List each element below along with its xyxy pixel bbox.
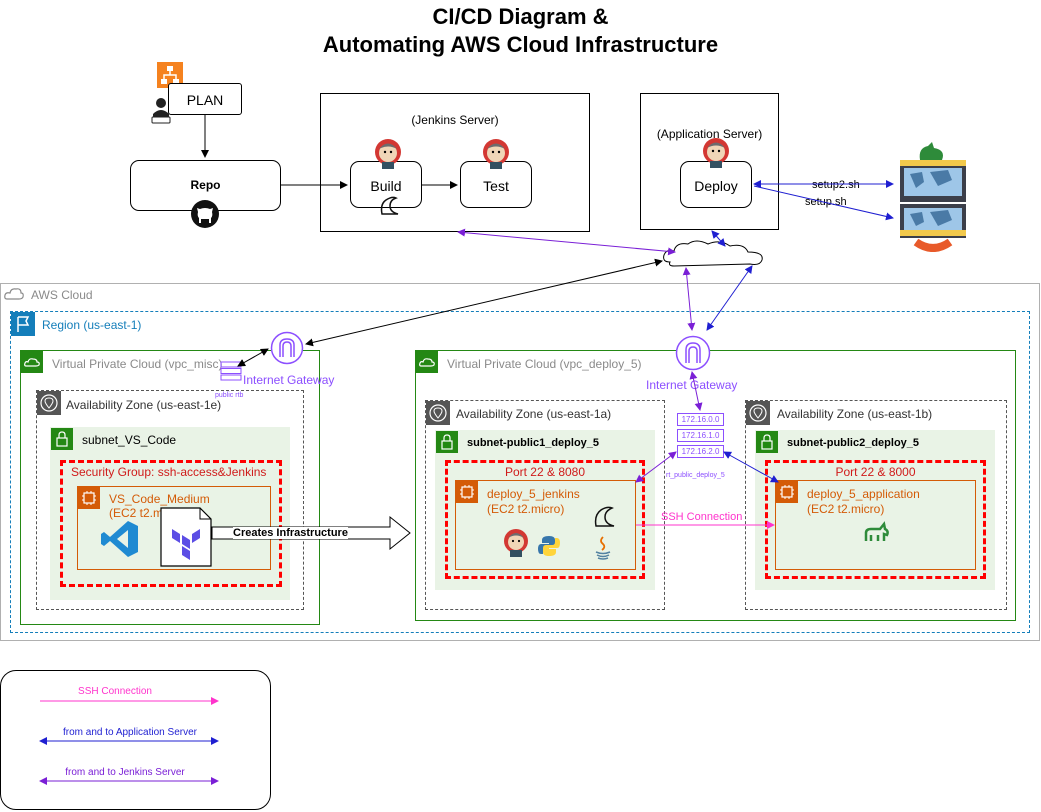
vpc-icon — [21, 351, 43, 373]
aws-cloud-label: AWS Cloud — [31, 288, 93, 302]
plan-box[interactable]: PLAN — [168, 83, 242, 115]
deploy-box[interactable]: Deploy — [680, 161, 752, 208]
region-flag-icon — [11, 312, 35, 336]
az-misc-label: Availability Zone (us-east-1e) — [66, 398, 222, 412]
subnet-public1 — [435, 430, 655, 590]
route-entry: 172.16.2.0 — [677, 445, 724, 458]
sg-misc-label: Security Group: ssh-access&Jenkins — [71, 465, 267, 479]
subnet-public2-label: subnet-public2_deploy_5 — [787, 437, 920, 449]
gunicorn-icon — [862, 521, 890, 543]
cloud-to-igw-misc-arrow — [305, 258, 663, 347]
lock-icon — [51, 428, 73, 450]
az-1b-group — [745, 400, 1007, 610]
lock-icon — [756, 431, 778, 453]
vpc-deploy-group — [415, 350, 1016, 621]
plan-label: PLAN — [186, 92, 224, 108]
vpc-icon — [416, 351, 438, 373]
igw-misc-label: Internet Gateway — [243, 373, 335, 387]
lock-icon — [436, 431, 458, 453]
jenkins-icon — [482, 138, 510, 170]
github-icon — [190, 199, 220, 229]
ssh-connection-label: SSH Connection — [661, 511, 743, 523]
deploy-label: Deploy — [694, 178, 738, 194]
ec2-jenkins-type: (EC2 t2.micro) — [487, 502, 565, 516]
location-pin-icon — [37, 391, 61, 415]
legend — [0, 670, 271, 810]
ec2-icon — [456, 481, 478, 503]
az-1a-label: Availability Zone (us-east-1a) — [456, 407, 612, 421]
jenkins-icon — [374, 138, 402, 170]
developer-icon — [150, 96, 172, 124]
monitor-icon — [898, 200, 968, 252]
ec2-application-name: deploy_5_application — [807, 487, 920, 501]
igw-to-routes-arrow — [689, 371, 703, 411]
ec2-icon — [78, 487, 100, 509]
rtb-deploy-label: rt_public_deploy_5 — [666, 472, 725, 479]
test-label: Test — [483, 178, 509, 194]
terraform-icon — [160, 507, 212, 567]
rtb-misc-label: public rtb — [215, 392, 244, 399]
title-line-2: Automating AWS Cloud Infrastructure — [322, 32, 719, 57]
security-group-jenkins — [445, 460, 645, 579]
legend-label-ssh: SSH Connection — [78, 686, 152, 697]
internet-gateway-icon — [675, 335, 711, 371]
flask-icon — [592, 504, 616, 528]
location-pin-icon — [426, 401, 450, 425]
java-icon — [592, 535, 614, 561]
route-entry: 172.16.1.0 — [677, 429, 724, 442]
subnet-public2 — [755, 430, 995, 590]
vpc-misc-group — [20, 350, 320, 625]
security-group-application — [765, 460, 986, 579]
location-pin-icon — [746, 401, 770, 425]
sg-application-label: Port 22 & 8000 — [835, 465, 916, 479]
security-group-misc — [60, 460, 282, 587]
appserver-to-cloud-arrow — [711, 230, 726, 247]
az-1b-label: Availability Zone (us-east-1b) — [777, 407, 933, 421]
cloud-to-igw-deploy-arrow — [682, 267, 696, 331]
cloud-icon — [3, 285, 25, 303]
creates-infra-label-overlay: Creates Infrastructure — [233, 527, 348, 539]
internet-gateway-icon — [270, 331, 304, 365]
legend-label-jenkins: from and to Jenkins Server — [65, 767, 185, 778]
jenkins-to-cloud-arrow — [457, 228, 676, 256]
routes-to-application-arrow — [723, 451, 779, 483]
routes-to-jenkins-arrow — [635, 451, 677, 483]
subnet-public1-label: subnet-public1_deploy_5 — [467, 437, 600, 449]
jenkins-server-label: (Jenkins Server) — [411, 113, 499, 127]
cloud-to-igw-deploy-blue-arrow — [706, 265, 753, 331]
jenkins-icon — [702, 137, 730, 169]
repo-label: Repo — [190, 178, 221, 192]
ec2-vs-code-name: VS_Code_Medium — [109, 492, 210, 506]
sg-jenkins-label: Port 22 & 8080 — [504, 465, 586, 479]
jenkins-icon — [503, 528, 529, 558]
flask-icon — [378, 194, 400, 216]
route-entry: 172.16.0.0 — [677, 413, 724, 426]
legend-label-app: from and to Application Server — [63, 727, 197, 738]
deploy-to-monitor2-arrow — [753, 185, 894, 221]
ec2-deploy-jenkins[interactable] — [455, 480, 636, 570]
application-server-label: (Application Server) — [656, 127, 763, 141]
python-icon — [537, 534, 561, 558]
ec2-deploy-application[interactable] — [775, 480, 976, 570]
az-misc-group — [36, 390, 304, 610]
vscode-icon — [100, 519, 140, 559]
ec2-jenkins-name: deploy_5_jenkins — [487, 487, 580, 501]
vpc-misc-label: Virtual Private Cloud (vpc_misc) — [52, 357, 223, 371]
region-label: Region (us-east-1) — [42, 318, 142, 332]
title-line-1: CI/CD Diagram & — [432, 4, 609, 29]
vpc-deploy-label: Virtual Private Cloud (vpc_deploy_5) — [447, 357, 642, 371]
build-label: Build — [370, 178, 402, 194]
az-1a-group — [425, 400, 665, 610]
ec2-icon — [776, 481, 798, 503]
subnet-vs-code-label: subnet_VS_Code — [82, 433, 177, 447]
ec2-application-type: (EC2 t2.micro) — [807, 502, 885, 516]
igw-misc-to-vscode-arrow — [237, 348, 269, 367]
monitor-icon — [898, 142, 968, 204]
